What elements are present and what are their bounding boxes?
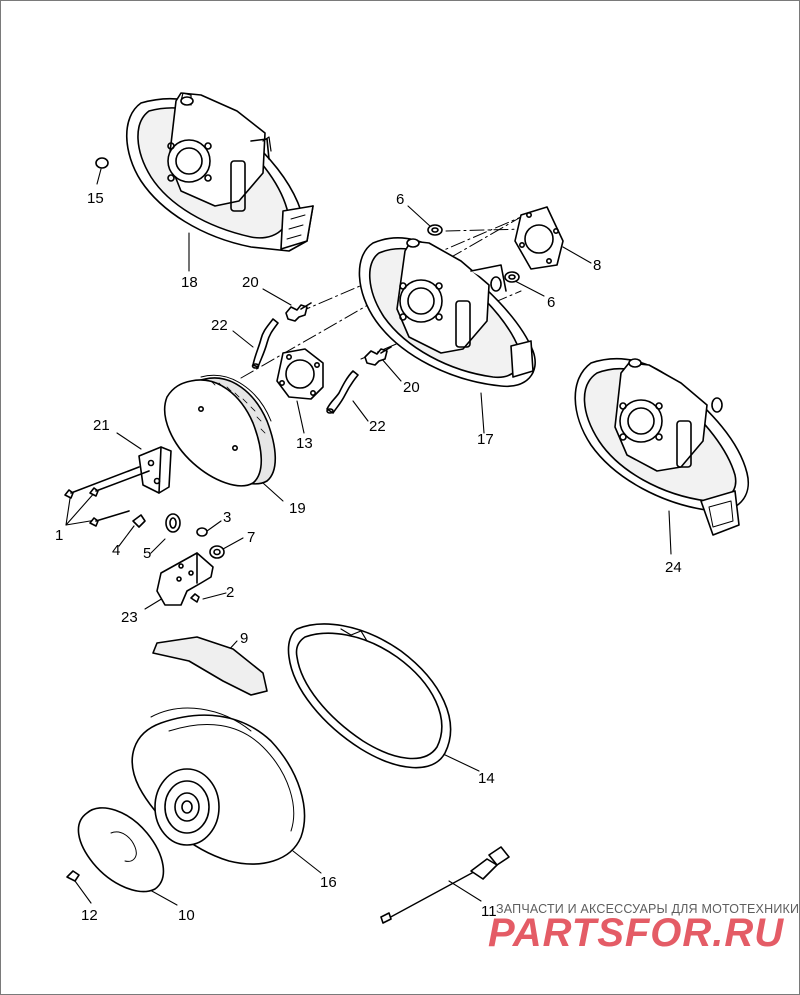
callout-17: 17 — [477, 431, 494, 448]
bracket-21 — [138, 446, 172, 494]
callout-14: 14 — [478, 770, 495, 787]
callout-24: 24 — [665, 559, 682, 576]
screw-12 — [66, 870, 80, 882]
callout-21: 21 — [93, 417, 110, 434]
backplate-17 — [358, 237, 536, 388]
screw-2 — [190, 593, 200, 603]
hose-22-upper — [251, 318, 279, 369]
callout-23: 23 — [121, 609, 138, 626]
callout-6-lower: 6 — [547, 294, 556, 311]
nut-3 — [196, 527, 208, 537]
callout-5: 5 — [143, 545, 152, 562]
breather-bolt-20-upper — [285, 302, 312, 322]
emblem-10 — [77, 807, 165, 893]
sensor-11 — [380, 846, 510, 924]
bracket-23 — [156, 552, 214, 606]
gasket-9 — [152, 636, 268, 696]
callout-8: 8 — [593, 257, 602, 274]
clip-4 — [132, 514, 146, 528]
callout-10: 10 — [178, 907, 195, 924]
callout-1: 1 — [55, 527, 64, 544]
callout-20-lower: 20 — [403, 379, 420, 396]
backplate-24 — [574, 357, 750, 536]
callout-20-upper: 20 — [242, 274, 259, 291]
callout-9: 9 — [240, 630, 249, 647]
watermark-caption: ЗАПЧАСТИ И АКСЕССУАРЫ ДЛЯ МОТОТЕХНИКИ — [496, 902, 800, 916]
oring-7 — [209, 545, 225, 559]
callout-3: 3 — [223, 509, 232, 526]
watermark-logo: PARTSFOR.RU — [488, 911, 785, 955]
callout-4: 4 — [112, 542, 121, 559]
gasket-8 — [514, 206, 564, 270]
washer-6-upper — [427, 224, 443, 236]
callout-18: 18 — [181, 274, 198, 291]
hose-22-lower — [326, 370, 359, 414]
plug-15 — [95, 157, 109, 169]
gasket-13 — [276, 348, 324, 400]
cover-16 — [131, 707, 306, 865]
washer-6-lower — [504, 271, 520, 283]
callout-11: 11 — [481, 903, 497, 920]
callout-12: 12 — [81, 907, 98, 924]
callout-7: 7 — [247, 529, 256, 546]
callout-22-lower: 22 — [369, 418, 386, 435]
callout-15: 15 — [87, 190, 104, 207]
screws-1 — [64, 466, 150, 527]
callout-22-upper: 22 — [211, 317, 228, 334]
breather-bolt-20-lower — [364, 346, 392, 366]
callout-6-upper: 6 — [396, 191, 405, 208]
backplate-18 — [125, 92, 314, 252]
grommet-5 — [165, 513, 181, 533]
filter-element-19 — [163, 374, 277, 487]
seal-14 — [287, 623, 452, 769]
callout-19: 19 — [289, 500, 306, 517]
callout-16: 16 — [320, 874, 337, 891]
callout-2: 2 — [226, 584, 235, 601]
callout-13: 13 — [296, 435, 313, 452]
